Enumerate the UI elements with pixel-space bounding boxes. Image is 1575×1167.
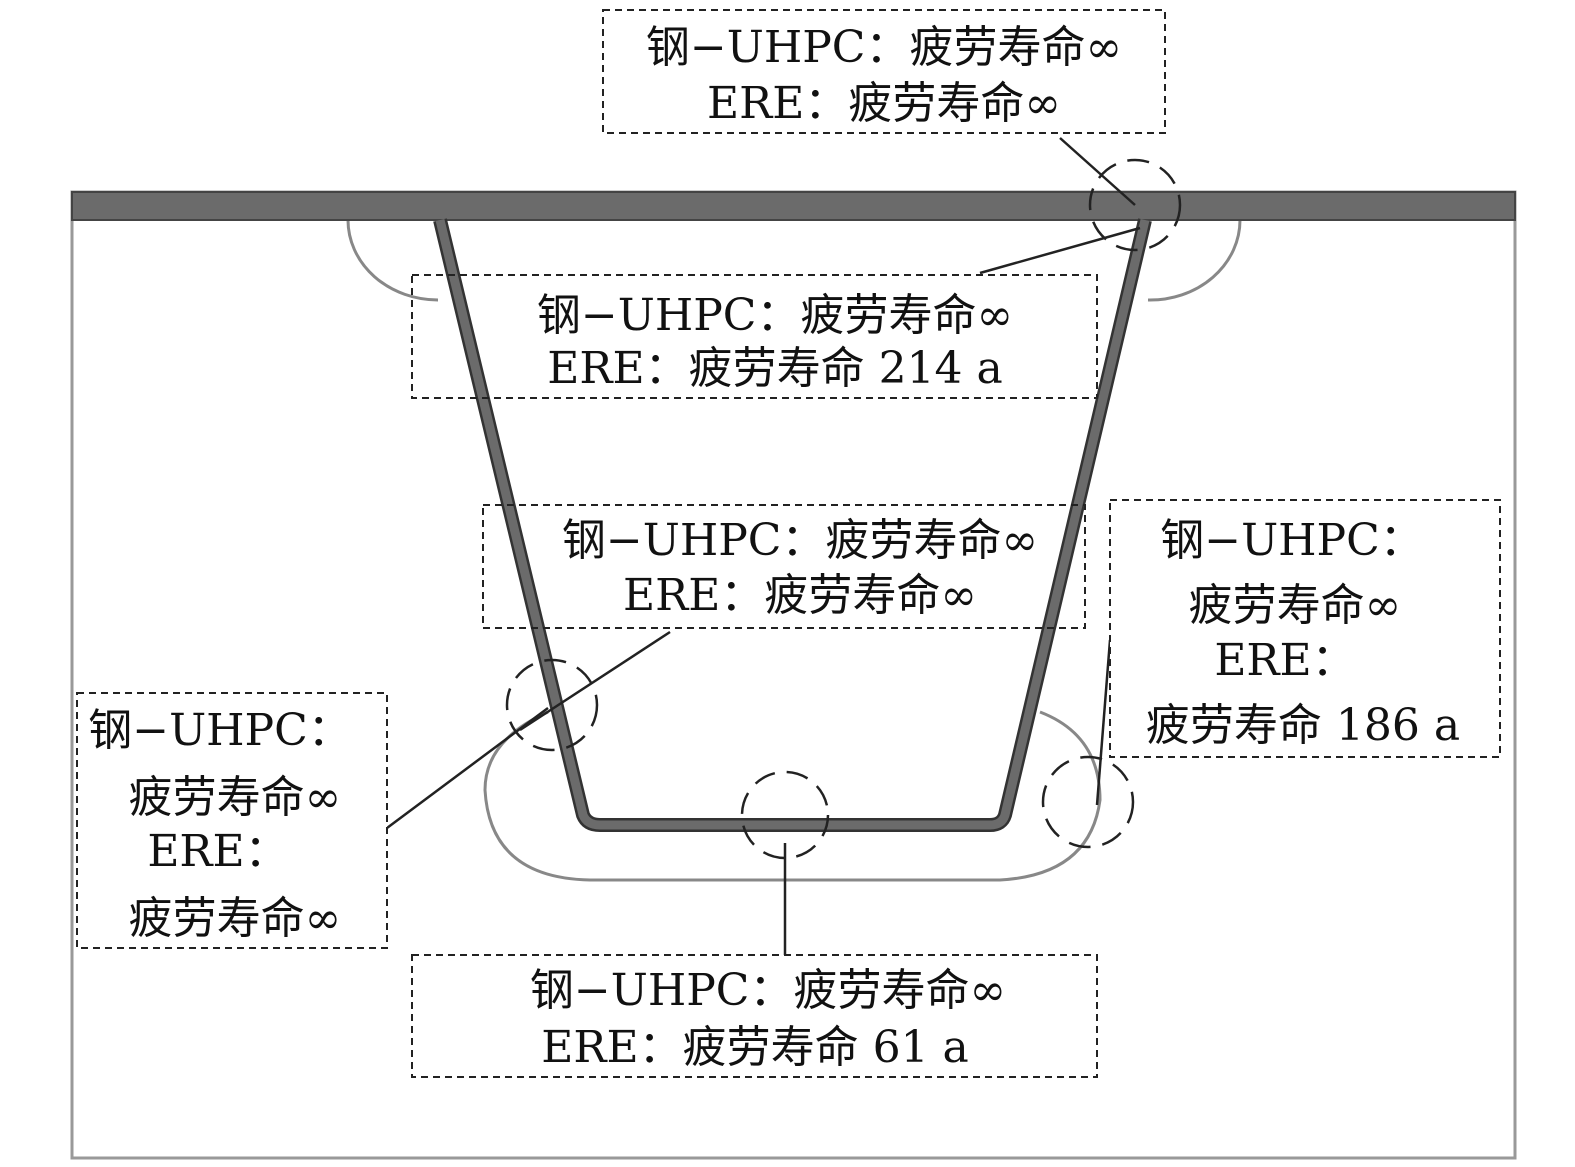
right-top-fillet xyxy=(1147,219,1242,302)
leader-right xyxy=(1095,639,1112,806)
deck-plate xyxy=(71,191,1516,221)
label-right: 钢−UHPC： 疲劳寿命∞ ERE： 疲劳寿命 186 a xyxy=(1109,499,1501,758)
label-upper-line1: 钢−UHPC：疲劳寿命∞ xyxy=(537,290,1013,341)
label-left-line2: 疲劳寿命∞ xyxy=(129,772,342,823)
label-left-line1: 钢−UHPC： xyxy=(88,705,352,756)
leader-top xyxy=(1059,137,1136,206)
leader-middle xyxy=(519,630,671,732)
detail-circle-bottom xyxy=(740,770,830,860)
label-middle-line1: 钢−UHPC：疲劳寿命∞ xyxy=(562,515,1038,566)
leader-left xyxy=(386,706,549,830)
label-right-line4: 疲劳寿命 186 a xyxy=(1146,700,1460,751)
label-middle-line2: ERE：疲劳寿命∞ xyxy=(623,570,977,621)
label-left: 钢−UHPC： 疲劳寿命∞ ERE： 疲劳寿命∞ xyxy=(76,692,388,949)
label-top: 钢−UHPC：疲劳寿命∞ ERE：疲劳寿命∞ xyxy=(602,9,1166,134)
detail-circle-left xyxy=(505,658,599,752)
label-top-line1: 钢−UHPC：疲劳寿命∞ xyxy=(646,22,1122,73)
u-rib xyxy=(435,218,1150,830)
label-bottom-line1: 钢−UHPC：疲劳寿命∞ xyxy=(530,965,1006,1016)
label-right-line2: 疲劳寿命∞ xyxy=(1189,580,1402,631)
left-top-fillet xyxy=(346,219,439,302)
bottom-rounded-region xyxy=(483,710,1102,882)
detail-circle-right xyxy=(1041,755,1135,849)
label-top-line2: ERE：疲劳寿命∞ xyxy=(707,78,1061,129)
detail-circle-top xyxy=(1088,158,1182,252)
label-right-line3: ERE： xyxy=(1214,635,1355,686)
label-bottom: 钢−UHPC：疲劳寿命∞ ERE：疲劳寿命 61 a xyxy=(411,954,1098,1078)
label-left-line3: ERE： xyxy=(147,826,288,877)
leader-upper xyxy=(979,226,1141,275)
label-left-line4: 疲劳寿命∞ xyxy=(129,893,342,944)
label-upper-line2: ERE：疲劳寿命 214 a xyxy=(547,343,1003,394)
label-upper: 钢−UHPC：疲劳寿命∞ ERE：疲劳寿命 214 a xyxy=(411,274,1098,399)
label-middle: 钢−UHPC：疲劳寿命∞ ERE：疲劳寿命∞ xyxy=(482,504,1086,629)
label-right-line1: 钢−UHPC： xyxy=(1160,515,1424,566)
label-bottom-line2: ERE：疲劳寿命 61 a xyxy=(541,1022,969,1073)
